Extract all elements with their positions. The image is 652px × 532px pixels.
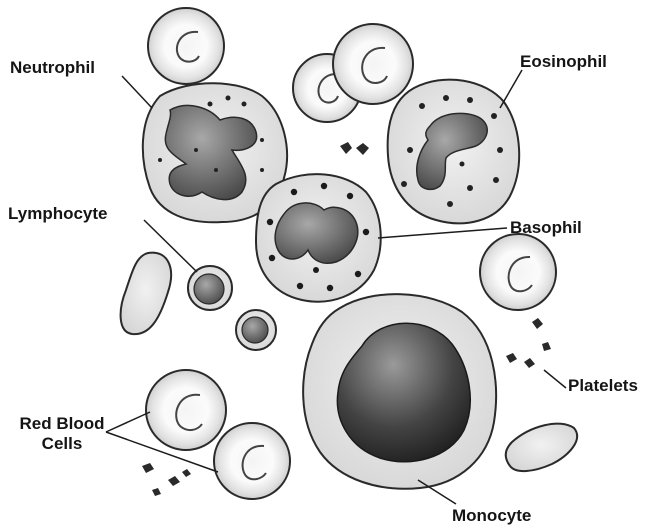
leader-rbc-1 — [106, 412, 150, 432]
label-platelets: Platelets — [568, 376, 638, 396]
label-neutrophil: Neutrophil — [10, 58, 95, 78]
red-blood-cell-side-view — [506, 424, 577, 472]
monocyte-cell — [303, 294, 496, 489]
lymphocyte-cell — [188, 266, 232, 310]
red-blood-cell — [146, 370, 226, 450]
leader-eosinophil — [500, 70, 522, 108]
red-blood-cell-side-view — [121, 253, 171, 334]
leader-neutrophil — [122, 76, 152, 108]
label-lymphocyte: Lymphocyte — [8, 204, 108, 224]
red-blood-cell — [214, 423, 290, 499]
eosinophil-cell — [388, 80, 520, 224]
red-blood-cell — [333, 24, 413, 104]
lymphocyte-cell — [236, 310, 276, 350]
label-basophil: Basophil — [510, 218, 582, 238]
label-red-blood-cells-line1: Red Blood — [14, 414, 110, 434]
leader-basophil — [378, 228, 507, 238]
leader-platelets — [544, 370, 566, 388]
label-red-blood-cells-line2: Cells — [14, 434, 110, 454]
red-blood-cell — [480, 234, 556, 310]
red-blood-cell — [148, 8, 224, 84]
label-monocyte: Monocyte — [452, 506, 531, 526]
label-red-blood-cells: Red Blood Cells — [14, 414, 110, 453]
label-eosinophil: Eosinophil — [520, 52, 607, 72]
basophil-cell — [256, 174, 381, 302]
